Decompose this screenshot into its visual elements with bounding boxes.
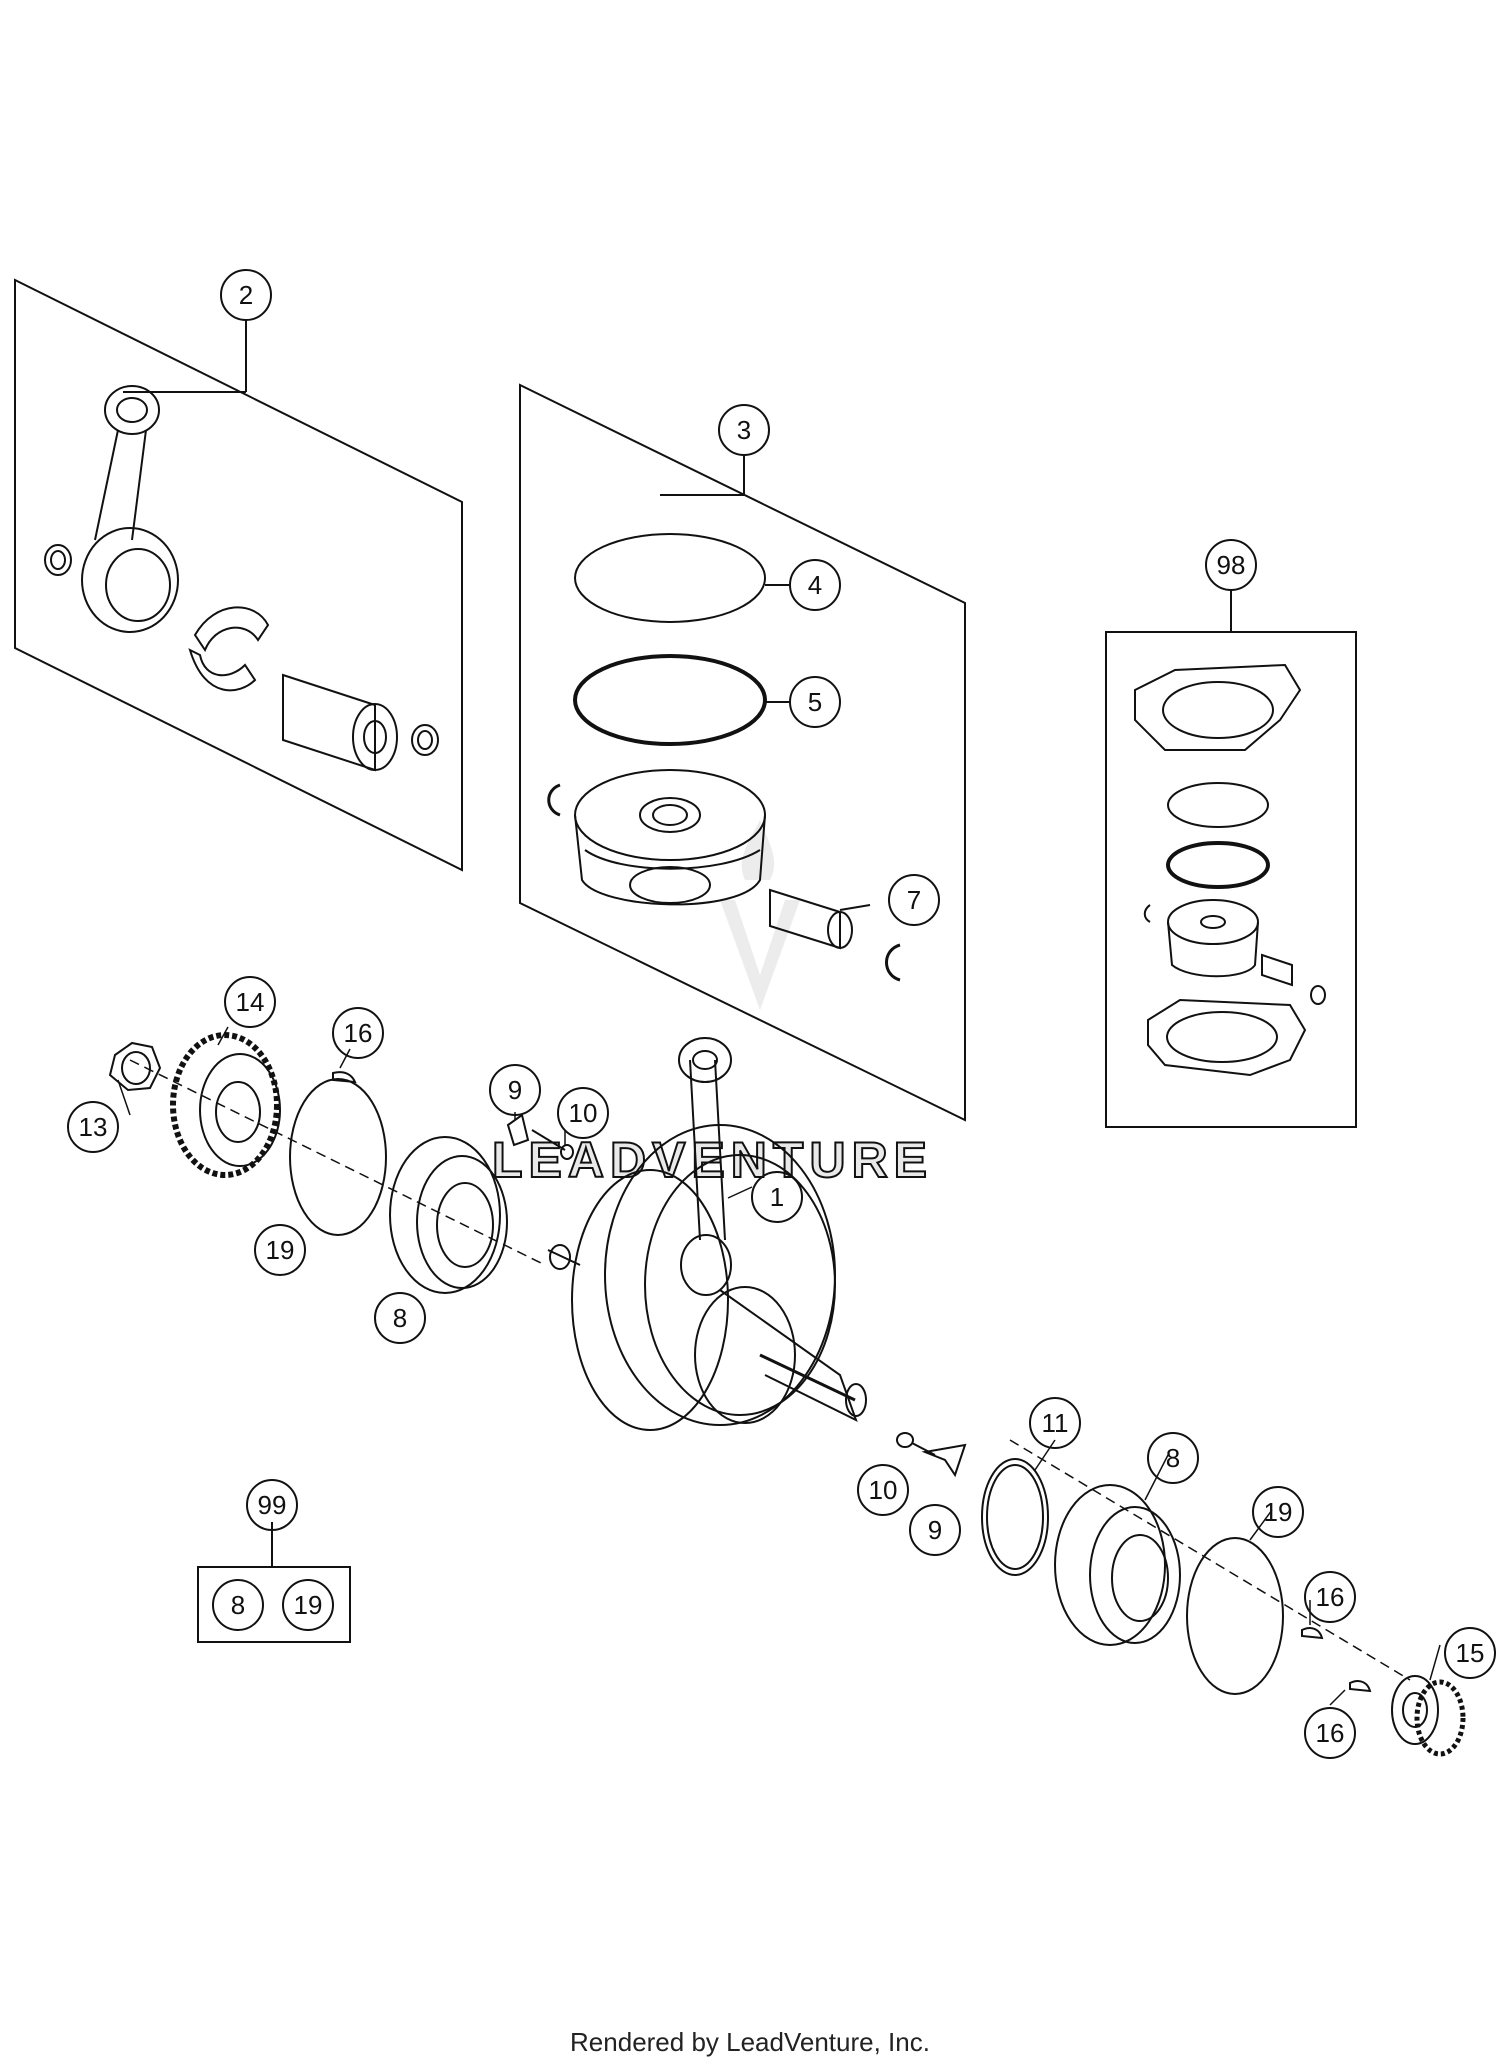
svg-text:10: 10 [869, 1475, 898, 1505]
svg-text:4: 4 [808, 570, 822, 600]
svg-text:9: 9 [928, 1515, 942, 1545]
gasket-kit-panel [1105, 590, 1357, 1128]
crankshaft [547, 1037, 867, 1431]
footer-credit: Rendered by LeadVenture, Inc. [570, 2027, 930, 2057]
kit-piston [1167, 899, 1259, 978]
callout-14: 14 [224, 976, 276, 1028]
callout-5: 5 [789, 676, 841, 728]
svg-text:14: 14 [236, 987, 265, 1017]
conrod-kit-panel [14, 278, 463, 872]
callout-4: 4 [789, 559, 841, 611]
svg-text:10: 10 [569, 1098, 598, 1128]
callout-99: 99 [246, 1479, 298, 1531]
kit-ring-second [1166, 841, 1270, 889]
woodruff-key-right-upper [1301, 1627, 1324, 1640]
kit-piston-pin [1261, 953, 1293, 987]
shim-washer-11 [981, 1458, 1049, 1576]
callout-9-lower: 9 [909, 1504, 961, 1556]
svg-text:19: 19 [294, 1590, 323, 1620]
piston-ring-second [573, 654, 767, 746]
svg-text:8: 8 [393, 1303, 407, 1333]
callout-10-lower: 10 [857, 1464, 909, 1516]
shim-washer-left [289, 1078, 387, 1236]
woodruff-key-right-lower [1349, 1680, 1372, 1693]
circlip-left [547, 783, 561, 817]
screw-10-lower [896, 1432, 936, 1456]
clip-9-upper [506, 1113, 530, 1147]
main-bearing-right [1054, 1484, 1181, 1646]
thrust-washer [411, 724, 439, 756]
small-end-bearing [44, 544, 72, 576]
svg-text:8: 8 [231, 1590, 245, 1620]
svg-text:19: 19 [266, 1235, 295, 1265]
piston-pin [769, 888, 853, 950]
timing-gear [170, 1032, 281, 1178]
base-gasket [1147, 998, 1307, 1077]
svg-text:9: 9 [508, 1075, 522, 1105]
svg-text:8: 8 [1166, 1443, 1180, 1473]
callout-13: 13 [67, 1101, 119, 1153]
callout-7: 7 [888, 874, 940, 926]
kit-ring-top [1167, 782, 1269, 828]
callout-8-left: 8 [374, 1292, 426, 1344]
callout-8-right: 8 [1147, 1432, 1199, 1484]
callout-2: 2 [220, 269, 272, 321]
main-bearing-left [389, 1136, 508, 1294]
svg-text:19: 19 [1264, 1497, 1293, 1527]
svg-text:1: 1 [770, 1182, 784, 1212]
callout-19-right: 19 [1252, 1486, 1304, 1538]
circlip-right [885, 943, 901, 982]
woodruff-key-left [332, 1071, 357, 1084]
callout-16-upper-left: 16 [332, 1007, 384, 1059]
kit-circlip [1310, 985, 1326, 1005]
watermark-text: LEADVENTURE [492, 1132, 933, 1188]
svg-text:13: 13 [79, 1112, 108, 1142]
callout-19-kit: 19 [282, 1579, 334, 1631]
piston [574, 769, 766, 906]
callout-1: 1 [751, 1171, 803, 1223]
svg-text:15: 15 [1456, 1638, 1485, 1668]
head-gasket [1134, 663, 1302, 751]
screw-10-upper [531, 1129, 574, 1160]
svg-text:16: 16 [1316, 1718, 1345, 1748]
svg-text:16: 16 [344, 1018, 373, 1048]
connecting-rod [81, 385, 179, 633]
callout-19-left: 19 [254, 1224, 306, 1276]
watermark: LEADVENTURE [491, 820, 933, 1189]
big-end-bearing-shells [188, 606, 270, 692]
piston-kit-panel [519, 383, 966, 1122]
callout-16-right-lower: 16 [1304, 1707, 1356, 1759]
svg-text:11: 11 [1042, 1408, 1069, 1438]
callout-9-upper: 9 [489, 1064, 541, 1116]
exploded-axis-lines [129, 1059, 1411, 1681]
crank-pin [282, 673, 398, 772]
crank-gear [1391, 1675, 1466, 1757]
svg-text:3: 3 [737, 415, 751, 445]
callout-98: 98 [1205, 539, 1257, 591]
svg-text:99: 99 [258, 1490, 287, 1520]
callout-10-upper: 10 [557, 1087, 609, 1139]
svg-text:2: 2 [239, 280, 253, 310]
svg-text:7: 7 [907, 885, 921, 915]
shim-washer-right [1186, 1537, 1284, 1695]
callout-15: 15 [1444, 1627, 1496, 1679]
callouts: 2 3 4 5 7 98 14 16 13 9 10 1 19 8 11 8 1… [67, 269, 1496, 1759]
piston-ring-top [574, 533, 766, 623]
callout-11: 11 [1029, 1397, 1081, 1449]
callout-3: 3 [718, 404, 770, 456]
nut [108, 1041, 162, 1092]
callout-8-kit: 8 [212, 1579, 264, 1631]
clip-9-lower [921, 1443, 967, 1478]
callout-16-right-upper: 16 [1304, 1571, 1356, 1623]
svg-text:5: 5 [808, 687, 822, 717]
svg-text:16: 16 [1316, 1582, 1345, 1612]
svg-text:98: 98 [1217, 550, 1246, 580]
